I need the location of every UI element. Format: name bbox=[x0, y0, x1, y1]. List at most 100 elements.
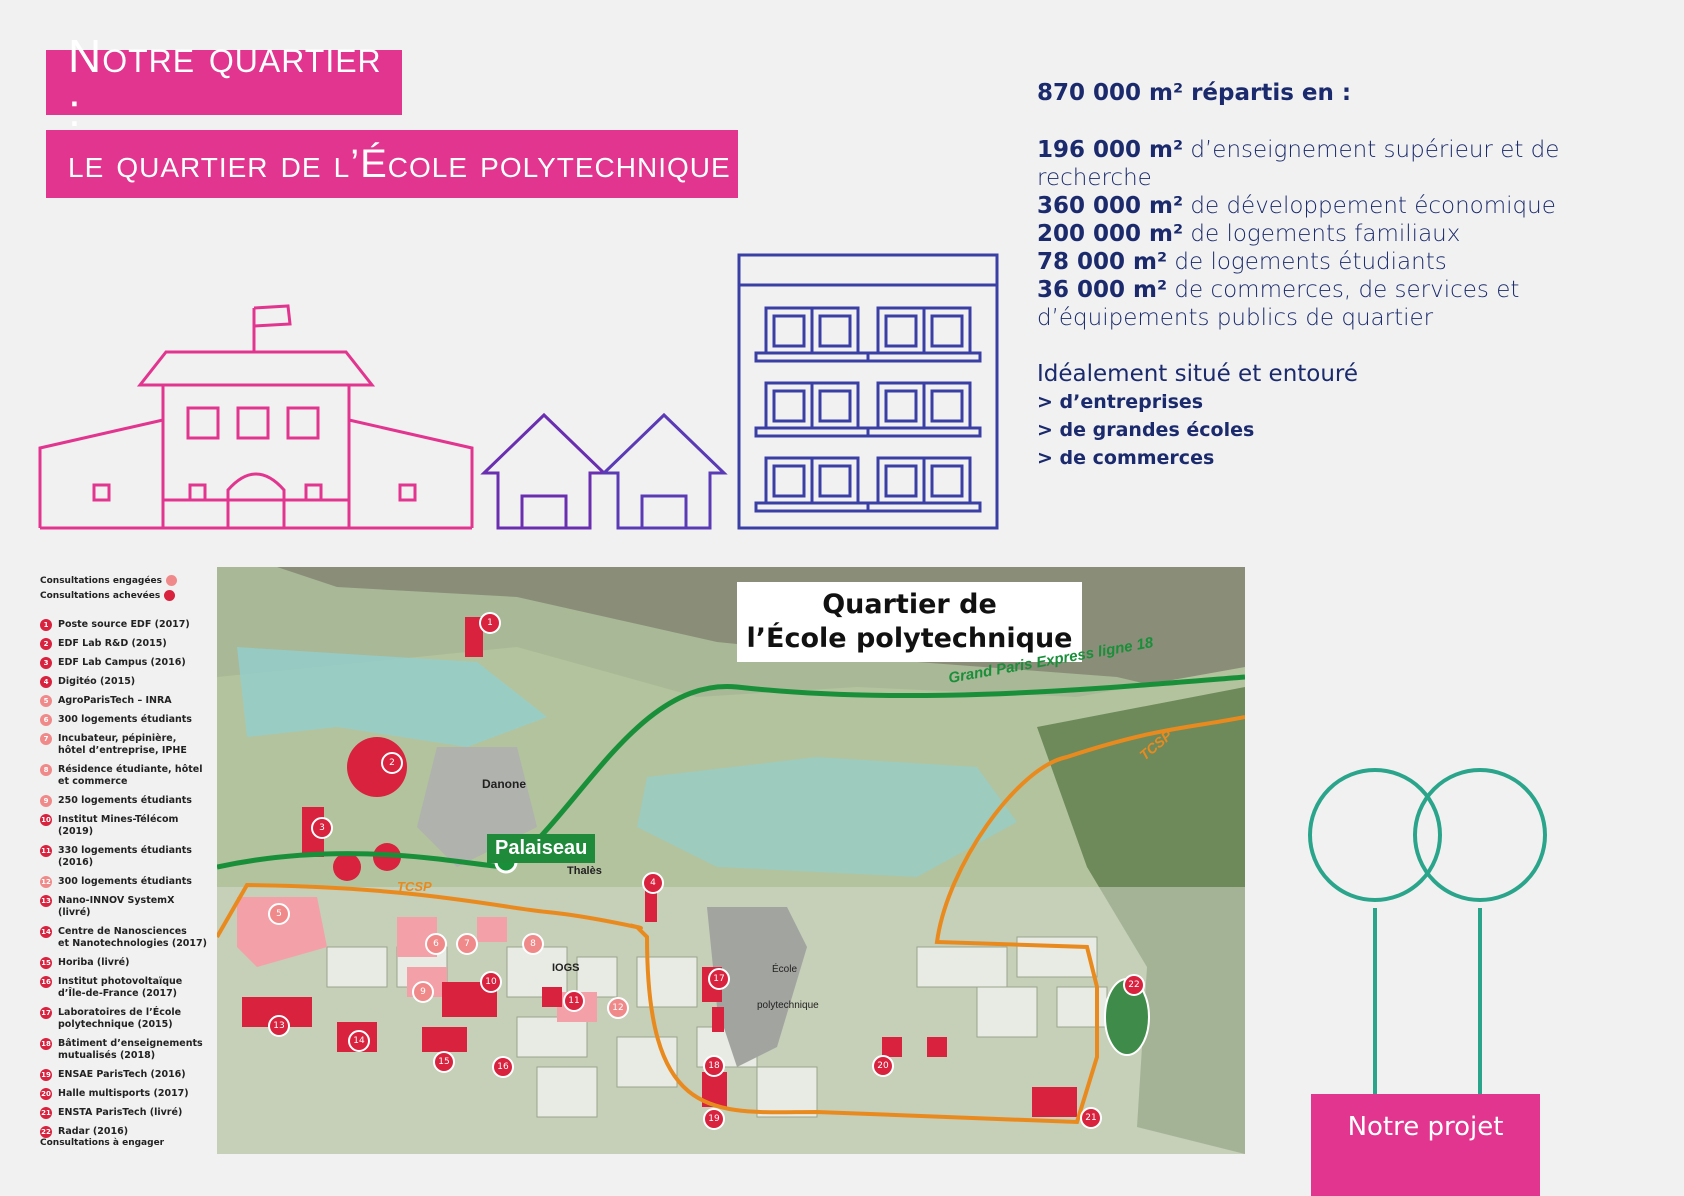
stat-value: 196 000 m² bbox=[1037, 137, 1184, 163]
legend-item: 16 Institut photovoltaïque d’Île-de-Franc… bbox=[40, 976, 210, 1000]
map-marker: 19 bbox=[703, 1108, 725, 1130]
legend-number-badge: 16 bbox=[40, 976, 52, 988]
legend-item-label: Incubateur, pépinière, hôtel d’entrepris… bbox=[58, 733, 187, 756]
legend-number-badge: 20 bbox=[40, 1088, 52, 1100]
map-marker: 3 bbox=[311, 817, 333, 839]
wetland-area bbox=[237, 647, 547, 747]
legend-number-badge: 12 bbox=[40, 876, 52, 888]
legend-item: 14 Centre de Nanosciences et Nanotechnolo… bbox=[40, 926, 210, 950]
legend-item-label: Radar (2016) bbox=[58, 1126, 129, 1137]
legend-item-label: EDF Lab Campus (2016) bbox=[58, 657, 186, 668]
legend-item-label: Horiba (livré) bbox=[58, 957, 130, 968]
legend-item-label: Centre de Nanosciences et Nanotechnologi… bbox=[58, 926, 207, 949]
map-marker: 14 bbox=[348, 1030, 370, 1052]
stats-intro: Idéalement situé et entouré bbox=[1037, 361, 1359, 387]
stat-line: 196 000 m² d’enseignement supérieur et d… bbox=[1037, 136, 1637, 192]
map-marker: 8 bbox=[522, 933, 544, 955]
legend-number-badge: 3 bbox=[40, 657, 52, 669]
legend-item: 15 Horiba (livré) bbox=[40, 957, 210, 969]
legend-engaged-label: Consultations engagées bbox=[40, 575, 162, 586]
notre-projet-button[interactable]: Notre projet bbox=[1311, 1094, 1540, 1196]
legend-item-label: EDF Lab R&D (2015) bbox=[58, 638, 167, 649]
legend-number-badge: 19 bbox=[40, 1069, 52, 1081]
legend-item: 20 Halle multisports (2017) bbox=[40, 1088, 210, 1100]
legend-item: 3 EDF Lab Campus (2016) bbox=[40, 657, 210, 669]
map-marker: 1 bbox=[479, 612, 501, 634]
buildings-illustration bbox=[38, 253, 999, 530]
map-legend: Consultations engagées Consultations ach… bbox=[40, 573, 210, 1145]
stats-bullet: > de commerces bbox=[1037, 447, 1215, 469]
legend-number-badge: 22 bbox=[40, 1126, 52, 1138]
legend-number-badge: 18 bbox=[40, 1038, 52, 1050]
legend-number-badge: 9 bbox=[40, 795, 52, 807]
legend-item-label: Nano-INNOV SystemX (livré) bbox=[58, 895, 175, 918]
legend-footer: Consultations à engager bbox=[40, 1138, 165, 1148]
site-map: Quartier de l’École polytechnique Palais… bbox=[217, 567, 1245, 1154]
legend-number-badge: 15 bbox=[40, 957, 52, 969]
legend-item-label: Bâtiment d’enseignements mutualisés (201… bbox=[58, 1038, 203, 1061]
legend-item-label: Poste source EDF (2017) bbox=[58, 619, 190, 630]
danone-label: Danone bbox=[482, 777, 527, 791]
legend-item: 13 Nano-INNOV SystemX (livré) bbox=[40, 895, 210, 919]
legend-number-badge: 10 bbox=[40, 814, 52, 826]
legend-item-label: Institut photovoltaïque d’Île-de-France … bbox=[58, 976, 183, 999]
map-marker: 6 bbox=[425, 933, 447, 955]
tcsp-label-west: TCSP bbox=[397, 879, 432, 894]
legend-item: 22 Radar (2016) bbox=[40, 1126, 210, 1138]
stats-panel: 870 000 m² répartis en : 196 000 m² d’en… bbox=[1037, 80, 1637, 472]
legend-item-label: 300 logements étudiants bbox=[58, 876, 192, 887]
engaged-dot-icon bbox=[165, 575, 177, 586]
legend-completed: Consultations achevées bbox=[40, 588, 210, 603]
stats-heading: 870 000 m² répartis en : bbox=[1037, 80, 1352, 106]
legend-item-label: Digitéo (2015) bbox=[58, 676, 136, 687]
iogs-label: IOGS bbox=[552, 962, 580, 974]
legend-number-badge: 13 bbox=[40, 895, 52, 907]
completed-dot-icon bbox=[164, 590, 176, 601]
map-marker: 18 bbox=[703, 1055, 725, 1077]
map-marker: 21 bbox=[1080, 1107, 1102, 1129]
stat-text: de logements familiaux bbox=[1183, 221, 1461, 247]
legend-number-badge: 11 bbox=[40, 845, 52, 857]
legend-item-label: AgroParisTech – INRA bbox=[58, 695, 172, 706]
legend-item-label: ENSTA ParisTech (livré) bbox=[58, 1107, 183, 1118]
map-title: Quartier de l’École polytechnique bbox=[737, 582, 1082, 662]
lake-area bbox=[637, 757, 1017, 877]
stat-value: 200 000 m² bbox=[1037, 221, 1184, 247]
legend-number-badge: 7 bbox=[40, 733, 52, 745]
stat-value: 36 000 m² bbox=[1037, 277, 1168, 303]
legend-item: 12 300 logements étudiants bbox=[40, 876, 210, 888]
map-marker: 20 bbox=[872, 1055, 894, 1077]
stat-value: 360 000 m² bbox=[1037, 193, 1184, 219]
legend-number-badge: 14 bbox=[40, 926, 52, 938]
stat-line: 78 000 m² de logements étudiants bbox=[1037, 248, 1637, 276]
title-line-2: le quartier de l’École polytechnique bbox=[46, 130, 738, 198]
legend-number-badge: 2 bbox=[40, 638, 52, 650]
stats-lines: 196 000 m² d’enseignement supérieur et d… bbox=[1037, 136, 1637, 332]
map-marker: 10 bbox=[480, 971, 502, 993]
map-marker: 9 bbox=[412, 981, 434, 1003]
legend-number-badge: 1 bbox=[40, 619, 52, 631]
map-marker: 4 bbox=[642, 872, 664, 894]
thales-label: Thalès bbox=[567, 865, 602, 877]
school-building-icon bbox=[38, 304, 474, 530]
apartment-building-icon bbox=[737, 253, 999, 530]
map-marker: 7 bbox=[456, 933, 478, 955]
legend-item-label: ENSAE ParisTech (2016) bbox=[58, 1069, 186, 1080]
legend-number-badge: 17 bbox=[40, 1007, 52, 1019]
tcsp-path bbox=[217, 715, 1245, 1125]
legend-item-label: Halle multisports (2017) bbox=[58, 1088, 189, 1099]
venn-icon bbox=[1308, 768, 1547, 1094]
ecole-campus bbox=[707, 907, 807, 1067]
legend-number-badge: 8 bbox=[40, 764, 52, 776]
legend-item: 18 Bâtiment d’enseignements mutualisés (2… bbox=[40, 1038, 210, 1062]
legend-item-label: Résidence étudiante, hôtel et commerce bbox=[58, 764, 203, 787]
line-18-path bbox=[217, 674, 1245, 870]
polytechnique-label: polytechnique bbox=[757, 1000, 819, 1011]
map-marker: 16 bbox=[492, 1056, 514, 1078]
legend-item: 19 ENSAE ParisTech (2016) bbox=[40, 1069, 210, 1081]
